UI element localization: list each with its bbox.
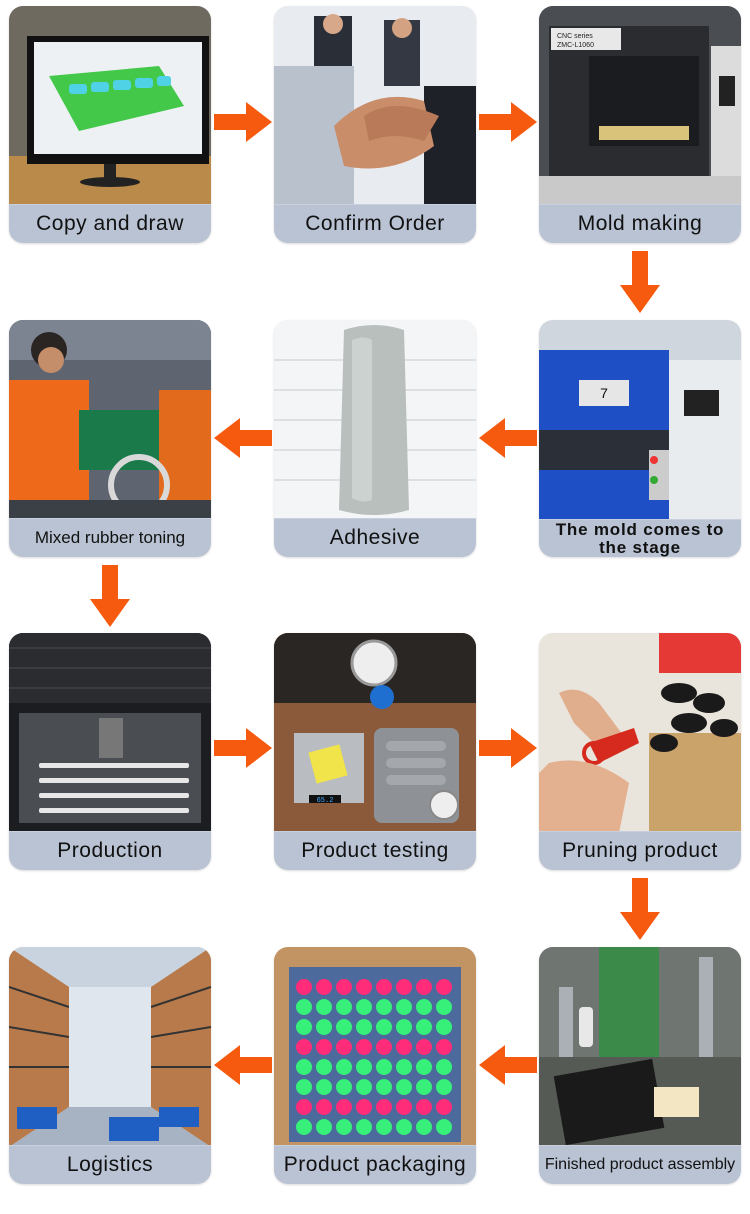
press-machine-photo: 7 xyxy=(539,320,741,520)
svg-text:CNC series: CNC series xyxy=(557,33,593,40)
scale-readout: 65.2 xyxy=(317,797,334,805)
adhesive-photo xyxy=(274,320,476,520)
step-label: Product testing xyxy=(274,831,476,870)
testing-photo: 65.2 xyxy=(274,633,476,833)
arrow-left-icon xyxy=(479,1043,537,1087)
step-mold-making: CNC series ZMC-L1060 Mold making xyxy=(539,6,741,243)
handshake-photo xyxy=(274,6,476,206)
step-product-packaging: Product packaging xyxy=(274,947,476,1184)
step-label: Logistics xyxy=(9,1145,211,1184)
rubber-mixing-photo xyxy=(9,320,211,520)
step-label: Mixed rubber toning xyxy=(9,518,211,557)
arrow-right-icon xyxy=(479,100,537,144)
step-label: Adhesive xyxy=(274,518,476,557)
arrow-down-icon xyxy=(88,565,132,627)
step-label: Copy and draw xyxy=(9,204,211,243)
svg-text:ZMC-L1060: ZMC-L1060 xyxy=(557,42,594,49)
pruning-photo xyxy=(539,633,741,833)
step-mixed-rubber-toning: Mixed rubber toning xyxy=(9,320,211,557)
step-label: Confirm Order xyxy=(274,204,476,243)
arrow-right-icon xyxy=(214,726,272,770)
step-production: Production xyxy=(9,633,211,870)
step-label: Production xyxy=(9,831,211,870)
arrow-left-icon xyxy=(214,1043,272,1087)
warehouse-photo xyxy=(9,947,211,1147)
arrow-down-icon xyxy=(618,878,662,940)
step-copy-and-draw: Copy and draw xyxy=(9,6,211,243)
arrow-right-icon xyxy=(479,726,537,770)
arrow-left-icon xyxy=(214,416,272,460)
step-finished-product-assembly: Finished product assembly xyxy=(539,947,741,1184)
step-adhesive: Adhesive xyxy=(274,320,476,557)
arrow-down-icon xyxy=(618,251,662,313)
step-label: The mold comes to the stage xyxy=(539,519,741,557)
production-line-photo xyxy=(9,633,211,833)
step-pruning-product: Pruning product xyxy=(539,633,741,870)
step-product-testing: 65.2 Product testing xyxy=(274,633,476,870)
press-number: 7 xyxy=(600,385,608,401)
step-label: Pruning product xyxy=(539,831,741,870)
arrow-left-icon xyxy=(479,416,537,460)
arrow-right-icon xyxy=(214,100,272,144)
step-label: Mold making xyxy=(539,204,741,243)
computer-design-photo xyxy=(9,6,211,206)
cnc-machine-photo: CNC series ZMC-L1060 xyxy=(539,6,741,206)
step-label: Finished product assembly xyxy=(539,1145,741,1184)
assembly-photo xyxy=(539,947,741,1147)
step-label: Product packaging xyxy=(274,1145,476,1184)
step-mold-comes-to-stage: 7 The mold comes to the stage xyxy=(539,320,741,557)
step-logistics: Logistics xyxy=(9,947,211,1184)
packaging-photo xyxy=(274,947,476,1147)
step-confirm-order: Confirm Order xyxy=(274,6,476,243)
